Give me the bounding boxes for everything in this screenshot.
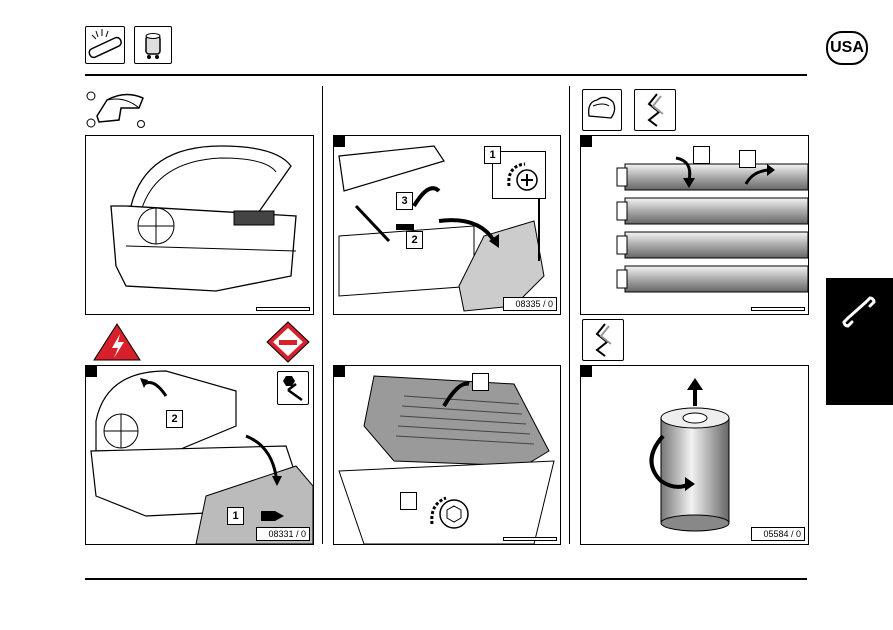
figure-label-empty: [256, 307, 310, 311]
callout-panel-1: [472, 373, 489, 391]
footer-rule: [85, 578, 807, 580]
lamp-tube-icon: [85, 26, 125, 64]
figure-label-filter: 05584 / 0: [751, 527, 805, 541]
figure-lamp-tubes: [580, 135, 809, 315]
figure-bed-overview: [85, 135, 314, 315]
gloves-icon: [582, 89, 622, 131]
figure-panel-removal: [333, 365, 561, 545]
section-tab: [826, 278, 893, 405]
callout-lid-3: 3: [396, 192, 413, 210]
callout-tube-1: [693, 146, 710, 164]
callout-tube-2: [739, 150, 756, 168]
figure-warning-panel: 2 1 08331 / 0: [85, 365, 314, 545]
figure-label-lid: 08335 / 0: [503, 297, 557, 311]
callout-lid-1: 1: [484, 146, 501, 164]
starter-icon: [134, 26, 172, 64]
figure-filter-tube: 05584 / 0: [580, 365, 809, 545]
figure-label-warning: 08331 / 0: [256, 527, 310, 541]
twist-icon-2: [582, 319, 624, 361]
column-divider-2: [569, 86, 570, 544]
hot-surface-warning-icon: [265, 320, 311, 364]
twist-icon: [634, 89, 676, 131]
figure-label-tubes: [751, 307, 805, 311]
callout-lid-2: 2: [406, 231, 423, 249]
country-badge: USA: [826, 31, 868, 65]
figure-label-panel: [503, 537, 557, 541]
column-divider-1: [322, 86, 323, 544]
hex-key-icon: [277, 371, 309, 405]
figure-open-lid: 3 2 1 08335 / 0: [333, 135, 561, 315]
callout-warn-1: 1: [227, 507, 244, 525]
callout-panel-2: [400, 492, 417, 510]
tanning-bed-icon: [85, 86, 147, 132]
electric-shock-warning-icon: [92, 322, 142, 362]
header-rule: [85, 74, 807, 76]
callout-warn-2: 2: [166, 410, 183, 428]
